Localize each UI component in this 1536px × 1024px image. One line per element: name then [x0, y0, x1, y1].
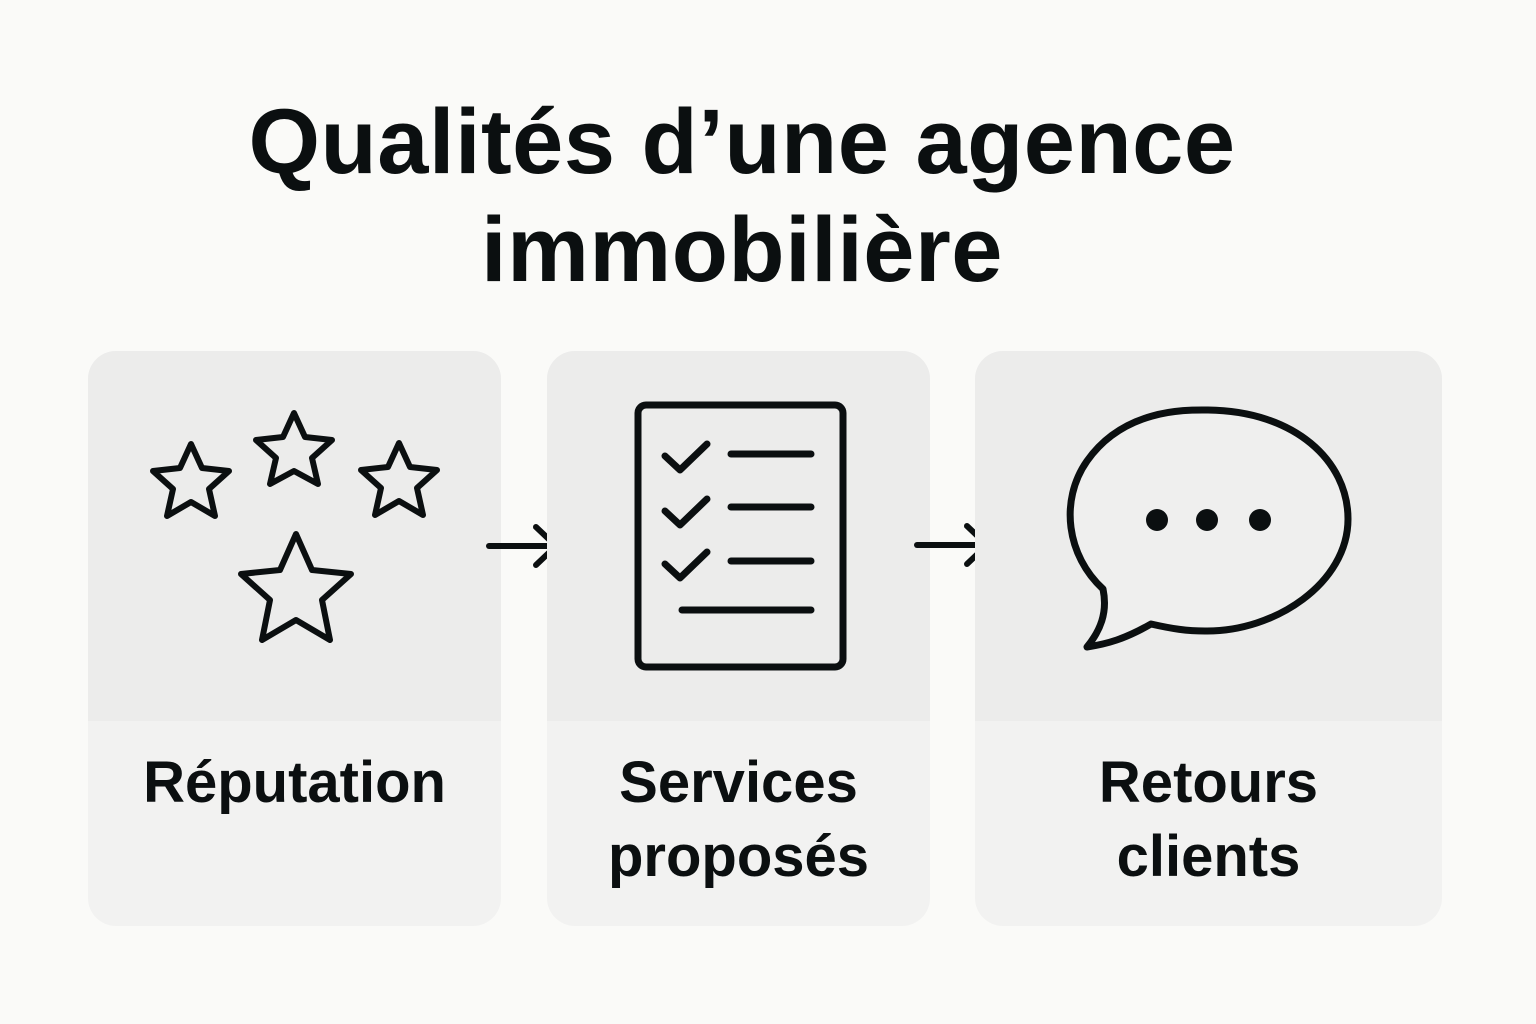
label-line: Services — [619, 750, 858, 815]
stars-icon — [150, 410, 440, 643]
card-icon-area — [975, 351, 1442, 721]
label-line: Réputation — [143, 750, 446, 815]
title-line-1: Qualités d’une agence — [248, 91, 1236, 193]
label-line: Retours — [1098, 750, 1319, 815]
label-line: clients — [1116, 824, 1301, 889]
card-services: Services proposés — [547, 351, 930, 926]
card-reputation: Réputation — [88, 351, 501, 926]
card-label: Réputation — [88, 746, 501, 820]
card-label: Services proposés — [547, 746, 930, 894]
checklist-icon — [634, 401, 847, 671]
label-line: proposés — [607, 824, 870, 889]
card-label: Retours clients — [975, 746, 1442, 894]
card-icon-area — [547, 351, 930, 721]
speech-bubble-icon — [1066, 406, 1352, 651]
title-line-2: immobilière — [481, 199, 1003, 301]
diagram-title: Qualités d’une agence immobilière — [0, 88, 1484, 304]
card-icon-area — [88, 351, 501, 721]
card-retours-clients: Retours clients — [975, 351, 1442, 926]
